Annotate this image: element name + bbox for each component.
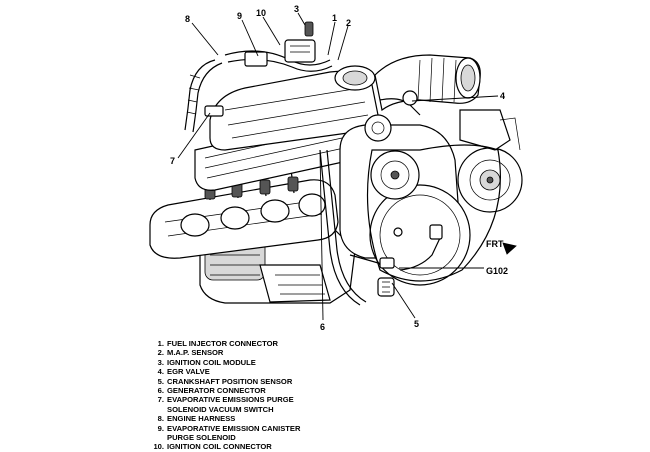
legend-item-2: 2.M.A.P. SENSOR <box>152 348 300 357</box>
legend-text: PURGE SOLENOID <box>167 433 236 443</box>
legend-item-5: 5.CRANKSHAFT POSITION SENSOR <box>152 377 300 386</box>
callout-10: 10 <box>256 8 266 18</box>
legend-item-8: 8.ENGINE HARNESS <box>152 414 300 423</box>
callout-1: 1 <box>332 13 337 23</box>
legend-text: M.A.P. SENSOR <box>167 348 224 358</box>
legend-number: 10. <box>153 442 164 452</box>
callout-5: 5 <box>414 319 419 329</box>
legend-item-7-line-2: SOLENOID VACUUM SWITCH <box>152 405 300 414</box>
legend-text: ENGINE HARNESS <box>167 414 236 424</box>
legend-number: 6. <box>157 386 164 396</box>
legend-item-9-line-2: PURGE SOLENOID <box>152 433 300 442</box>
legend-number: 8. <box>157 414 164 424</box>
frt-arrow-icon <box>502 242 517 255</box>
callout-4: 4 <box>500 91 505 101</box>
legend-text: EVAPORATIVE EMISSIONS PURGE <box>167 395 294 405</box>
callout-leaders <box>177 12 499 321</box>
legend-item-1: 1.FUEL INJECTOR CONNECTOR <box>152 339 300 348</box>
legend-item-7: 7.EVAPORATIVE EMISSIONS PURGE <box>152 395 300 404</box>
ground-label: G102 <box>486 266 508 276</box>
legend-number: 2. <box>157 348 164 358</box>
legend-number: 9. <box>157 423 164 433</box>
callout-6: 6 <box>320 322 325 332</box>
legend-text: SOLENOID VACUUM SWITCH <box>167 404 274 414</box>
legend-number: 1. <box>157 339 164 348</box>
legend-item-9: 9.EVAPORATIVE EMISSION CANISTER <box>152 423 301 433</box>
legend-item-3: 3.IGNITION COIL MODULE <box>152 358 300 367</box>
legend-item-6: 6.GENERATOR CONNECTOR <box>152 386 300 395</box>
legend-text: CRANKSHAFT POSITION SENSOR <box>167 376 293 386</box>
legend-text: GENERATOR CONNECTOR <box>167 386 266 396</box>
callout-7: 7 <box>170 156 175 166</box>
legend-number: 5. <box>157 376 164 386</box>
legend-text: IGNITION COIL MODULE <box>167 357 256 367</box>
legend-text: EVAPORATIVE EMISSION CANISTER <box>167 423 301 433</box>
legend-item-4: 4.EGR VALVE <box>152 367 300 376</box>
legend-text: EGR VALVE <box>167 367 210 377</box>
callout-labels: 8 9 10 3 1 2 4 7 6 5 FRT G102 <box>170 4 508 332</box>
legend-text: FUEL INJECTOR CONNECTOR <box>167 339 278 348</box>
legend-number: 7. <box>157 395 164 405</box>
frt-label: FRT <box>486 239 504 249</box>
callout-8: 8 <box>185 14 190 24</box>
legend-number: 4. <box>157 367 164 377</box>
legend-number: 3. <box>157 357 164 367</box>
callout-2: 2 <box>346 18 351 28</box>
callout-9: 9 <box>237 11 242 21</box>
legend-item-10: 10.IGNITION COIL CONNECTOR <box>152 442 300 451</box>
callout-3: 3 <box>294 4 299 14</box>
engine-illustration <box>149 21 523 306</box>
